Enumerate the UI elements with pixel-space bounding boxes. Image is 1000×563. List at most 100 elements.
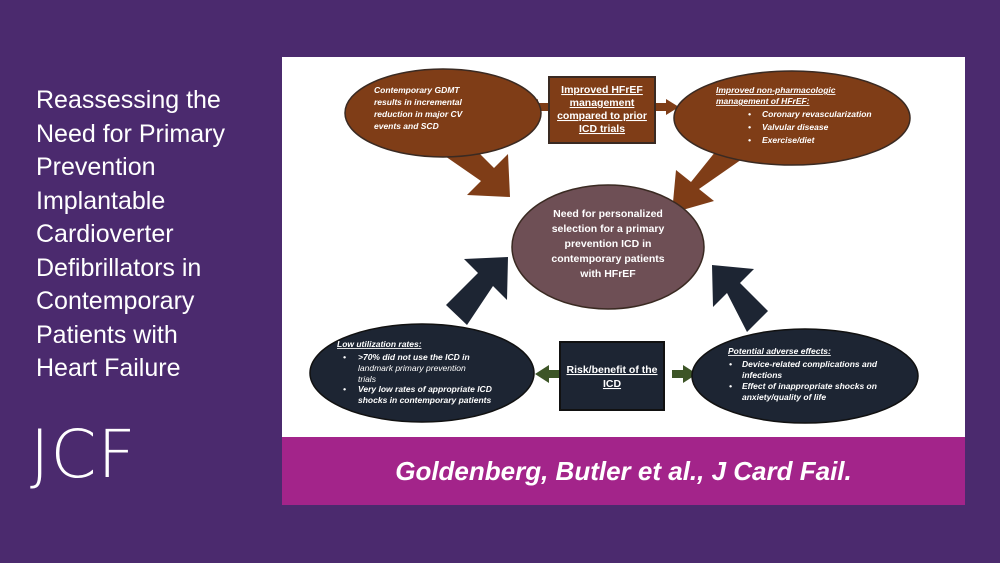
svg-text:Very low rates of appropriate: Very low rates of appropriate ICD: [358, 384, 492, 394]
gdmt-line: events and SCD: [374, 121, 439, 131]
arrow-top-right-to-center: [672, 141, 745, 213]
center-text: Need for personalized selection for a pr…: [551, 208, 664, 280]
non-pharm-heading: management of HFrEF:: [716, 96, 810, 106]
journal-logo: JCF: [30, 416, 137, 493]
low-util-heading: Low utilization rates:: [337, 339, 422, 349]
hfref-line: management: [570, 97, 635, 109]
risk-benefit-text: Risk/benefit of the ICD: [566, 364, 657, 390]
center-line: with HFrEF: [579, 268, 636, 280]
svg-text:Need for personalized: Need for personalized: [553, 208, 663, 220]
title-line: Reassessing the: [36, 86, 221, 114]
gdmt-text: Contemporary GDMT results in incremental…: [374, 85, 464, 131]
svg-text:Contemporary GDMT: Contemporary GDMT: [374, 85, 460, 95]
svg-text:•: •: [729, 359, 732, 369]
low-util-bullet: trials: [358, 374, 377, 384]
low-util-bullet: Very low rates of appropriate ICD: [358, 384, 492, 394]
title-line: Implantable: [36, 186, 166, 215]
svg-text:•: •: [343, 384, 346, 394]
center-ellipse: [511, 184, 705, 310]
adverse-effects-ellipse: [691, 328, 919, 424]
risk-benefit-line: Risk/benefit of the: [566, 364, 657, 376]
low-util-bullet: shocks in contemporary patients: [358, 395, 491, 405]
arrow-bottom-right-to-center: [712, 265, 768, 332]
svg-text:management: management: [570, 97, 635, 109]
svg-text:management of HFrEF:: management of HFrEF:: [716, 96, 810, 106]
hfref-management-text: Improved HFrEF management compared to pr…: [557, 84, 647, 135]
svg-text:ICD trials: ICD trials: [579, 123, 625, 135]
title-line: Contemporary: [36, 287, 195, 315]
gdmt-ellipse: [344, 68, 542, 158]
svg-text:ICD: ICD: [603, 378, 622, 390]
adverse-bullet: Effect of inappropriate shocks on: [742, 381, 877, 391]
svg-text:•: •: [748, 122, 751, 132]
title-line: Cardioverter: [36, 220, 174, 248]
center-line: prevention ICD in: [565, 238, 652, 250]
arrow-bottom-left-to-center: [446, 257, 508, 325]
svg-text:Coronary revascularization: Coronary revascularization: [762, 109, 872, 119]
gdmt-line: reduction in major CV: [374, 109, 464, 119]
non-pharm-bullet: Exercise/diet: [762, 135, 816, 145]
non-pharm-bullet: Valvular disease: [762, 122, 829, 132]
risk-benefit-box: [559, 341, 665, 411]
svg-text:infections: infections: [742, 370, 782, 380]
svg-text:Improved non-pharmacologic: Improved non-pharmacologic: [716, 85, 836, 95]
citation-bar: Goldenberg, Butler et al., J Card Fail.: [282, 437, 965, 505]
svg-text:Device-related complications a: Device-related complications and: [742, 359, 878, 369]
svg-text:Potential adverse effects:: Potential adverse effects:: [728, 346, 831, 356]
arrow-bottom-box-left: [535, 365, 560, 383]
svg-text:prevention ICD in: prevention ICD in: [565, 238, 652, 250]
svg-text:Valvular disease: Valvular disease: [762, 122, 829, 132]
svg-text:Risk/benefit of the: Risk/benefit of the: [566, 364, 657, 376]
low-util-bullet: landmark primary prevention: [358, 363, 466, 373]
svg-text:events and SCD: events and SCD: [374, 121, 439, 131]
low-utilization-ellipse: [309, 323, 535, 423]
hfref-line: compared to prior: [557, 110, 647, 122]
slide-title: Reassessing the Need for Primary Prevent…: [36, 84, 272, 386]
adverse-bullet: anxiety/quality of life: [742, 392, 826, 402]
title-line: Heart Failure: [36, 354, 181, 382]
gdmt-line: Contemporary GDMT: [374, 85, 460, 95]
center-line: Need for personalized: [553, 208, 663, 220]
citation-text: Goldenberg, Butler et al., J Card Fail.: [395, 455, 852, 486]
svg-text:•: •: [748, 109, 751, 119]
svg-text:compared to prior: compared to prior: [557, 110, 647, 122]
hfref-management-box: [548, 76, 656, 144]
gdmt-line: results in incremental: [374, 97, 463, 107]
svg-text:selection for a primary: selection for a primary: [552, 223, 665, 235]
svg-text:trials: trials: [358, 374, 377, 384]
diagram-svg: Contemporary GDMT results in incremental…: [309, 68, 919, 424]
adverse-heading: Potential adverse effects:: [728, 346, 831, 356]
svg-text:with HFrEF: with HFrEF: [579, 268, 636, 280]
risk-benefit-line: ICD: [603, 378, 622, 390]
svg-text:anxiety/quality of life: anxiety/quality of life: [742, 392, 826, 402]
adverse-bullet: infections: [742, 370, 782, 380]
svg-text:•: •: [748, 135, 751, 145]
adverse-effects-text: Potential adverse effects: • Device-rela…: [728, 346, 878, 402]
svg-text:>70% did not use the ICD in: >70% did not use the ICD in: [358, 352, 470, 362]
svg-text:Low utilization rates:: Low utilization rates:: [337, 339, 422, 349]
arrow-bottom-box-right: [672, 365, 697, 383]
arrow-top-box-right: [656, 99, 679, 115]
title-line: Patients with: [36, 320, 178, 349]
adverse-bullet: Device-related complications and: [742, 359, 878, 369]
low-util-bullet: >70% did not use the ICD in: [358, 352, 470, 362]
title-line: Prevention: [36, 153, 156, 181]
svg-text:reduction in major CV: reduction in major CV: [374, 109, 464, 119]
low-utilization-text: Low utilization rates: • >70% did not us…: [337, 339, 492, 405]
non-pharm-bullet: Coronary revascularization: [762, 109, 872, 119]
svg-text:•: •: [343, 352, 346, 362]
svg-text:Exercise/diet: Exercise/diet: [762, 135, 816, 145]
hfref-line: ICD trials: [579, 123, 625, 135]
diagram-panel: Contemporary GDMT results in incremental…: [282, 57, 965, 437]
hfref-line: Improved HFrEF: [561, 84, 643, 96]
center-line: contemporary patients: [551, 253, 664, 265]
title-line: Defibrillators in: [36, 253, 202, 282]
svg-text:results in incremental: results in incremental: [374, 97, 463, 107]
svg-text:contemporary patients: contemporary patients: [551, 253, 664, 265]
non-pharmacologic-ellipse: [673, 70, 911, 166]
center-line: selection for a primary: [552, 223, 665, 235]
non-pharm-heading: Improved non-pharmacologic: [716, 85, 836, 95]
svg-text:Improved HFrEF: Improved HFrEF: [561, 84, 643, 96]
title-line: Need for Primary: [36, 119, 225, 148]
svg-text:shocks in contemporary patient: shocks in contemporary patients: [358, 395, 491, 405]
